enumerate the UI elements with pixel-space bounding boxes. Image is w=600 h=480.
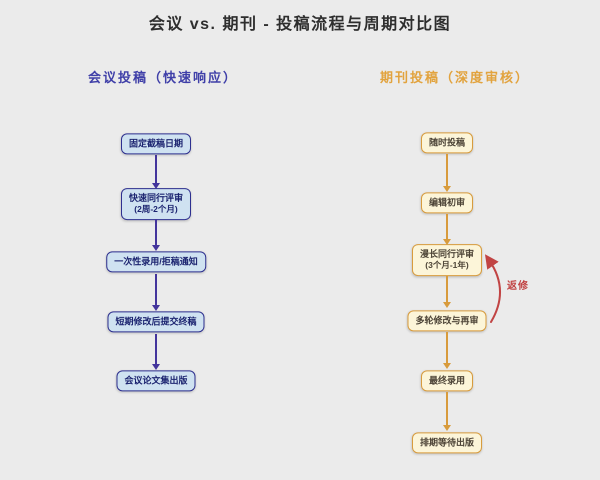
- flow-node-final-submission: 短期修改后提交终稿: [107, 311, 205, 333]
- feedback-loop-arrow: [484, 254, 501, 323]
- flow-arrow-down: [152, 155, 160, 189]
- flow-node-proceedings-published: 会议论文集出版: [116, 370, 196, 392]
- flow-node-decision-notice: 一次性录用/拒稿通知: [106, 251, 206, 273]
- node-label: 快速同行评审: [128, 193, 184, 204]
- node-sublabel: (2周-2个月): [134, 204, 178, 215]
- journal-column-header: 期刊投稿（深度审核）: [380, 70, 531, 85]
- node-label: 会议论文集出版: [124, 375, 188, 386]
- feedback-label: 返修: [507, 281, 529, 292]
- flow-node-revision-rereview: 多轮修改与再审: [407, 310, 487, 332]
- node-label: 编辑初审: [428, 197, 466, 208]
- flow-arrow-down: [443, 214, 451, 245]
- flow-node-editor-screening: 编辑初审: [420, 192, 474, 214]
- flow-arrow-down: [152, 334, 160, 370]
- node-label: 固定截稿日期: [128, 138, 184, 149]
- node-label: 漫长同行评审: [419, 249, 475, 260]
- flow-node-scheduled-publication: 排期等待出版: [411, 432, 483, 454]
- flow-arrow-down: [152, 274, 160, 311]
- node-label: 最终录用: [428, 375, 466, 386]
- node-label: 随时投稿: [428, 137, 466, 148]
- flow-arrow-down: [443, 276, 451, 308]
- flow-arrow-down: [152, 219, 160, 251]
- flow-node-submit-anytime: 随时投稿: [420, 132, 474, 154]
- conference-column-header: 会议投稿（快速响应）: [88, 70, 239, 85]
- flow-arrow-down: [443, 154, 451, 192]
- flow-node-final-acceptance: 最终录用: [420, 370, 474, 392]
- node-label: 一次性录用/拒稿通知: [114, 256, 198, 267]
- flow-node-long-peer-review: 漫长同行评审 (3个月-1年): [411, 244, 483, 276]
- node-sublabel: (3个月-1年): [425, 260, 469, 271]
- node-label: 短期修改后提交终稿: [115, 316, 197, 327]
- diagram-title: 会议 vs. 期刊 - 投稿流程与周期对比图: [148, 16, 452, 33]
- flow-arrow-down: [443, 392, 451, 431]
- flow-node-fast-peer-review: 快速同行评审 (2周-2个月): [120, 188, 192, 220]
- flow-arrow-down: [443, 332, 451, 369]
- node-label: 排期等待出版: [419, 437, 475, 448]
- flow-node-fixed-deadline: 固定截稿日期: [120, 133, 192, 155]
- node-label: 多轮修改与再审: [415, 315, 479, 326]
